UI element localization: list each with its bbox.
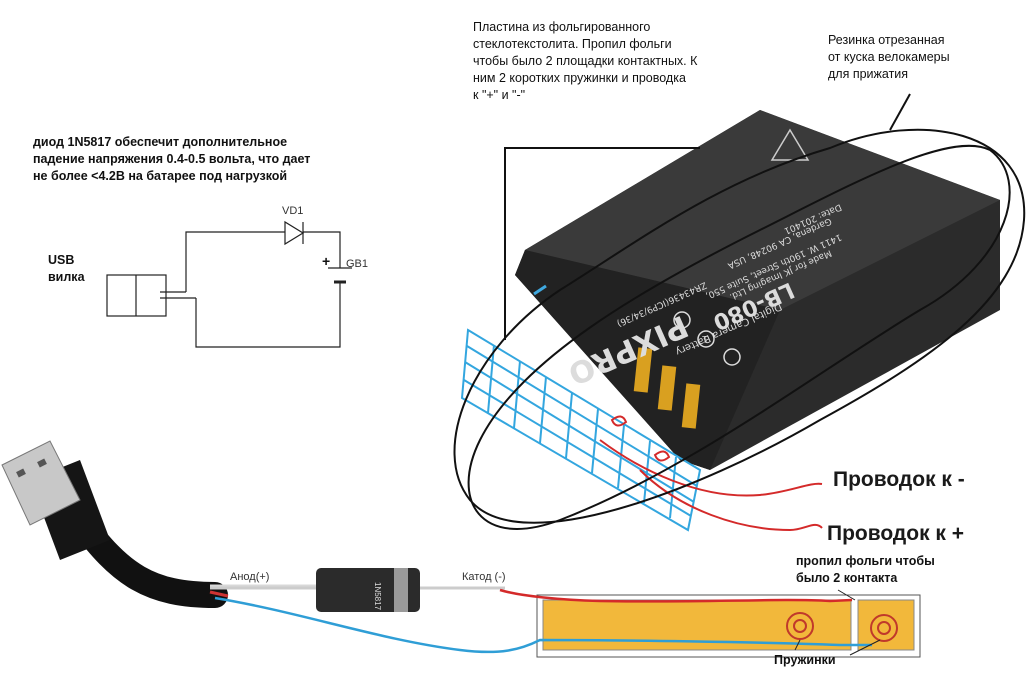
anode-label: Анод(+) [230,571,270,583]
battery-blue-mark [533,284,547,296]
usb-slot-1 [16,468,26,478]
grid-v4 [565,392,573,459]
rubber-band-sketch [453,93,1026,530]
grid-v7 [643,440,651,504]
gb1-label: GB1 [346,258,369,270]
t-symbol: T [702,335,708,346]
diode-part-label: 1N5817 [373,582,382,611]
label-wire-plus: Проводок к + [827,522,965,545]
usb-label: USB вилка [48,253,85,284]
pointer-plate [504,147,700,340]
battery-top-face [525,110,1000,310]
rubber-band-loop-outer [453,128,1026,524]
plus-terminal-symbol [673,311,691,329]
grid-v6 [617,424,625,489]
spring-coil-2-inner [877,621,891,635]
red-wire-board [499,588,853,603]
cathode-label: Катод (-) [462,571,506,583]
diode-component [210,568,505,612]
spring-coil-2 [870,614,898,642]
spring-coil-1-inner [793,619,807,633]
diode-cathode-band [394,568,408,612]
pointer-springs-2 [849,639,881,656]
battery-warning-triangle [770,128,810,161]
diode-symbol [284,220,305,246]
pad-small [857,599,915,651]
battery-contact-3 [681,383,701,429]
wire-top-right [303,231,341,268]
usb-cable [1,440,318,608]
wire-to-minus [599,439,823,497]
label-wire-minus: Проводок к - [833,468,965,491]
grid-h3 [463,379,692,517]
spring-coil-1 [786,612,814,640]
minus-terminal-symbol [723,348,741,366]
grid-v2 [513,360,521,429]
vd1-label: VD1 [282,205,304,217]
red-springs-and-wires [599,415,823,532]
grid-v8 [669,456,677,519]
grid-h1 [466,345,698,487]
battery-contact-2 [657,365,677,411]
grid-v1 [487,344,495,414]
wire-to-plus [639,469,823,532]
grid-h2 [464,361,695,503]
wire-bottom [195,282,341,348]
usb-connector [1,440,81,526]
gb1-plus: + [322,253,331,269]
usb-slot-2 [37,458,47,468]
grid-v3 [539,376,547,444]
pointer-rubber [889,93,911,131]
note-rubber: Резинка отрезанная от куска велокамеры д… [828,33,950,81]
label-springs: Пружинки [774,653,836,667]
note-diode: диод 1N5817 обеспечит дополнительное пад… [33,135,311,183]
spring-right [653,450,671,462]
foil-board [214,588,921,658]
pointer-cut [837,589,856,601]
battery-contact-1 [633,347,653,393]
grid-v5 [591,408,599,474]
label-cut: пропил фольги чтобы было 2 контакта [796,554,935,585]
wire-top [185,231,285,292]
battery: PIXPRO LB-080 Digital Camera Battery Mad… [515,110,1000,470]
note-plate: Пластина из фольгированного стеклотексто… [473,20,698,102]
cable-wire-red [209,590,229,598]
pointer-springs-1 [794,639,801,651]
rubber-band-loop-inner [467,144,1011,530]
blue-wire-board [214,596,872,654]
circuit-schematic [106,220,352,348]
spring-left [610,415,628,427]
t-terminal-symbol [697,330,715,348]
